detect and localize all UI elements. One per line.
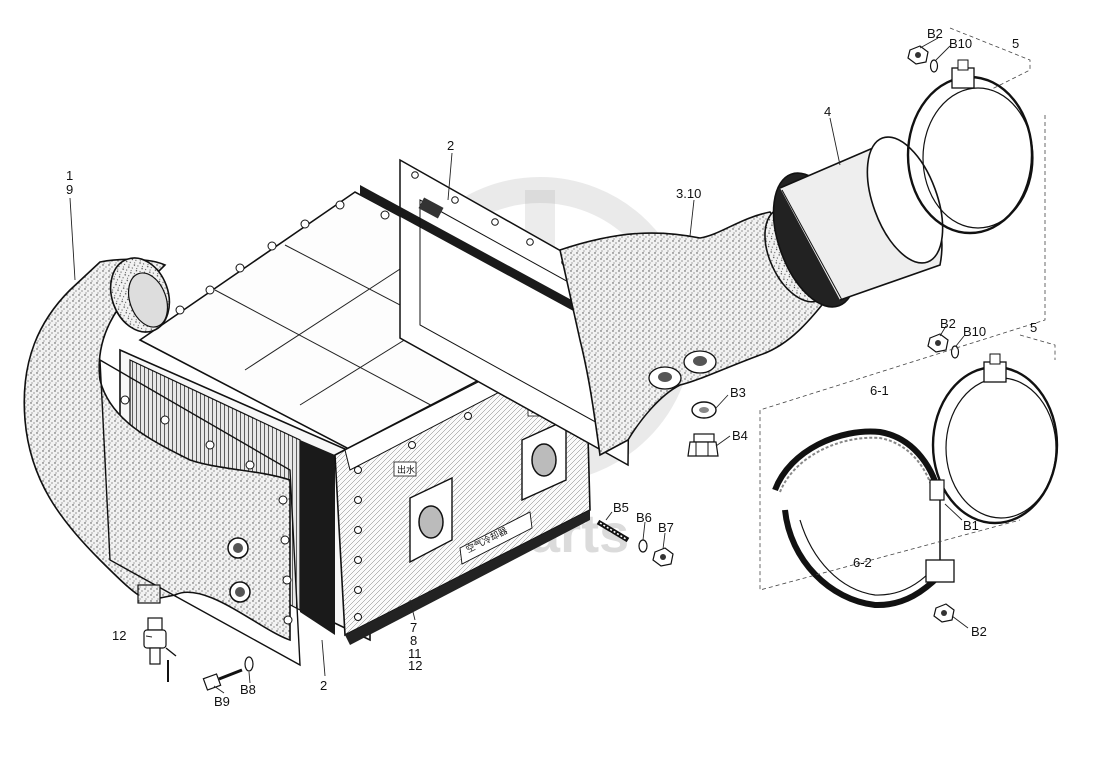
label-part-6-1: 6-1: [870, 383, 889, 398]
nut-b2-mid: [927, 333, 949, 353]
label-part-4: 4: [824, 104, 831, 119]
label-part-7: 7: [410, 620, 417, 635]
label-part-9: 9: [66, 182, 73, 197]
label-b10-mid: B10: [963, 324, 986, 339]
label-b9: B9: [214, 694, 230, 709]
drain-valve: [143, 617, 177, 682]
label-b4: B4: [732, 428, 748, 443]
hose-clamp-mid: [931, 353, 1059, 525]
water-out-mark: 出水: [397, 464, 415, 475]
washer-b10-top: [929, 59, 939, 73]
label-part-2-top: 2: [447, 138, 454, 153]
nut-b2-bottom: [933, 603, 955, 623]
label-b2-mid: B2: [940, 316, 956, 331]
label-b10-top: B10: [949, 36, 972, 51]
water-out-plate: [393, 461, 417, 477]
label-part-5-mid: 5: [1030, 320, 1037, 335]
label-b6: B6: [636, 510, 652, 525]
label-part-12-left: 12: [112, 628, 126, 643]
label-part-8: 8: [410, 633, 417, 648]
plug-b4: [687, 433, 719, 457]
label-part-12-bottom: 12: [408, 658, 422, 673]
clamp-band: [772, 428, 955, 609]
bolt-b9: [202, 668, 243, 691]
leader-lines: [69, 37, 969, 694]
washer-b8: [244, 656, 254, 672]
label-b8: B8: [240, 682, 256, 697]
washer-b3: [691, 401, 717, 419]
nut-b7: [652, 547, 674, 567]
nut-b2-top: [907, 45, 929, 65]
label-b3: B3: [730, 385, 746, 400]
label-part-5-top: 5: [1012, 36, 1019, 51]
part-labels: 1 9 2 3.10 4 5 5 6-1 6-2 2 7 8 11 12 12 …: [66, 26, 1037, 709]
label-part-3-10: 3.10: [676, 186, 701, 201]
label-b5: B5: [613, 500, 629, 515]
label-part-6-2: 6-2: [853, 555, 872, 570]
label-part-2-bottom: 2: [320, 678, 327, 693]
nameplate: [459, 511, 533, 565]
label-part-1: 1: [66, 168, 73, 183]
hose-clamp-top: [906, 59, 1034, 235]
label-b7: B7: [658, 520, 674, 535]
stud-b5: [596, 519, 630, 543]
label-b1: B1: [963, 518, 979, 533]
label-b2-bottom: B2: [971, 624, 987, 639]
label-part-11: 11: [408, 646, 422, 661]
washer-b6: [638, 539, 648, 553]
label-b2-top: B2: [927, 26, 943, 41]
assembly-guide-lines: [759, 27, 1056, 591]
inlet-elbow-duct: [23, 257, 301, 667]
